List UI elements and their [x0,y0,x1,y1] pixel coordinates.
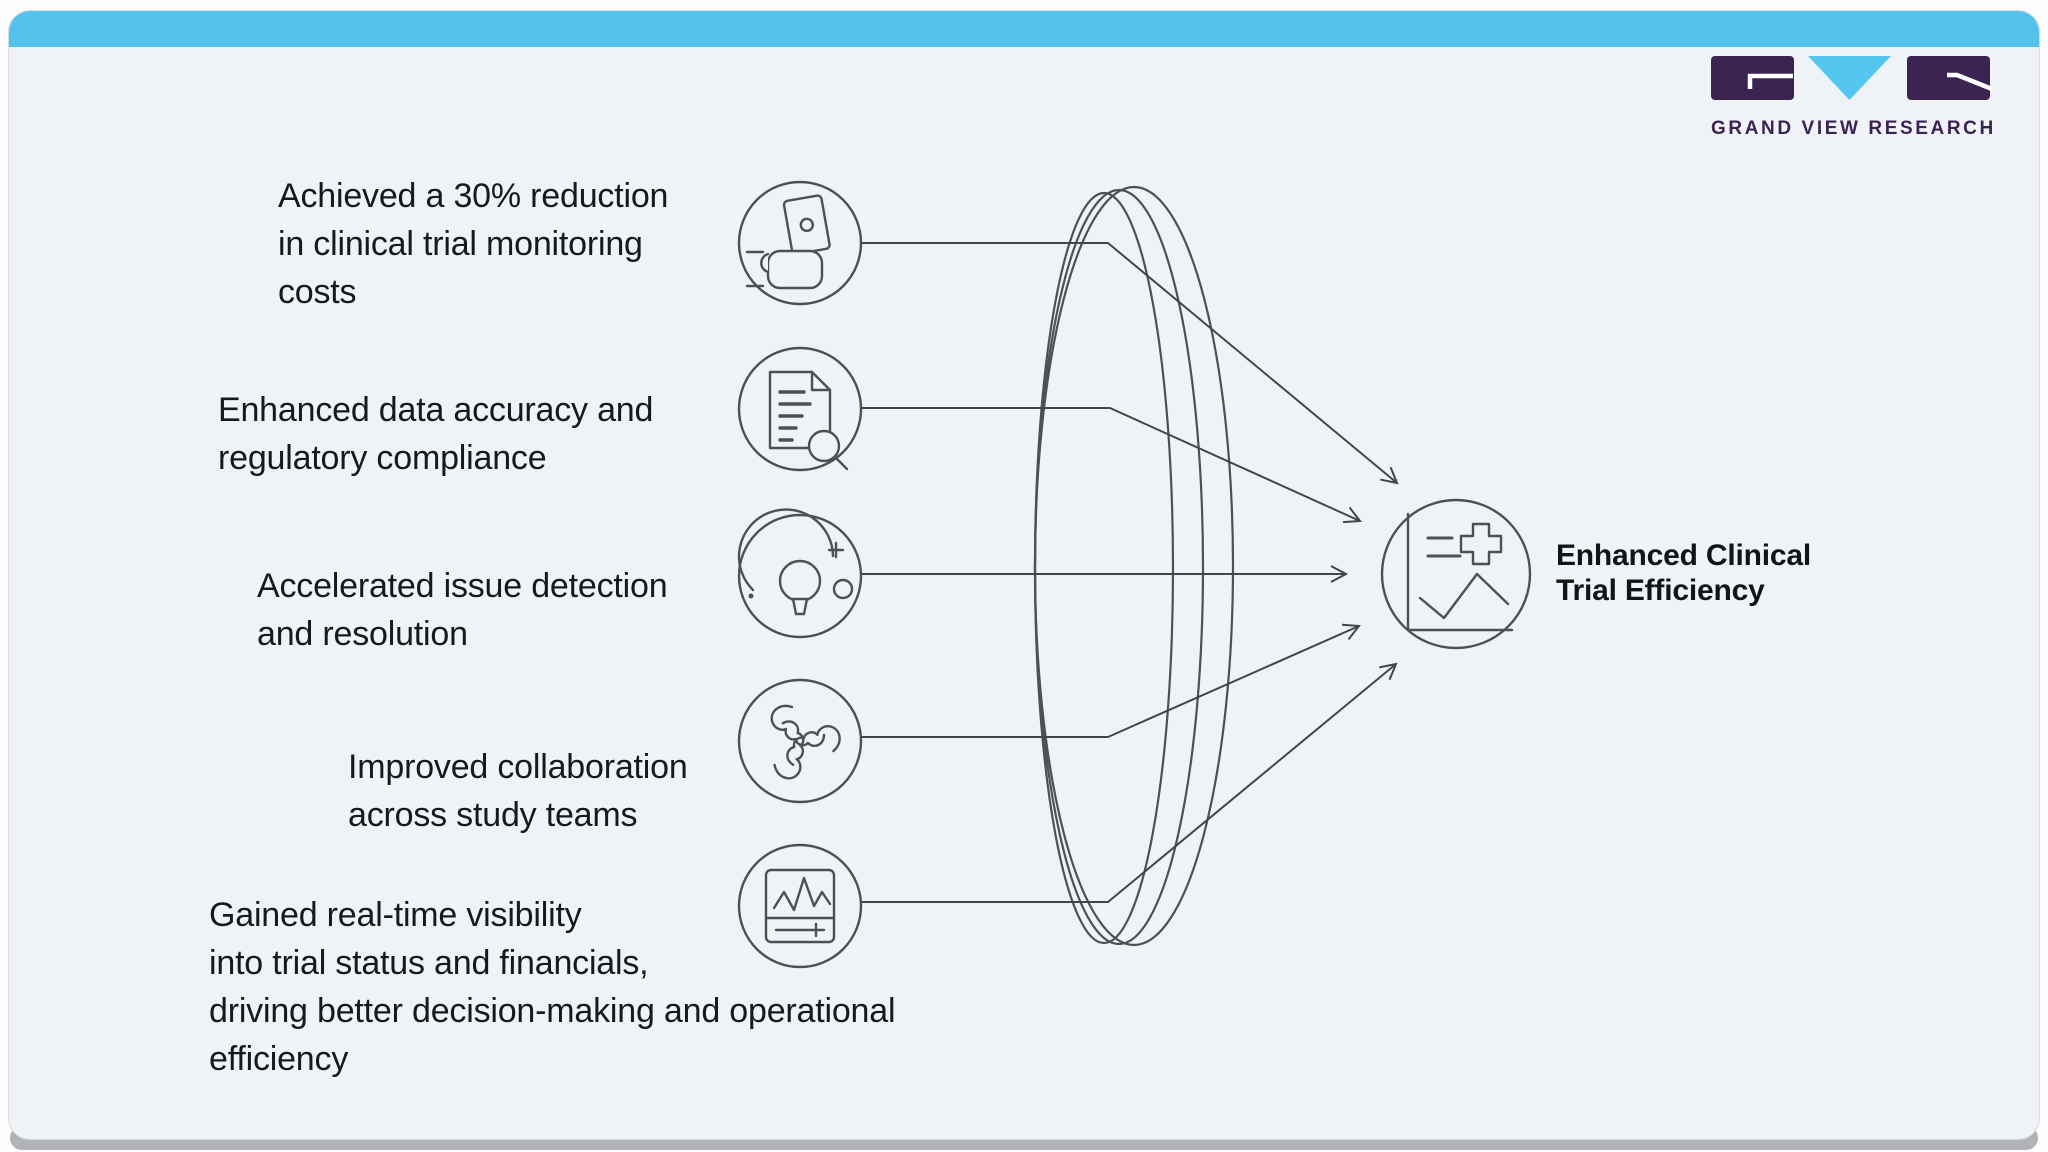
monitor-waveform-icon [737,843,863,969]
logo-r-glyph [1947,72,1993,92]
gvr-logo-mark [1711,56,1993,100]
benefit-text-1: Achieved a 30% reduction in clinical tri… [278,177,669,311]
hand-money-icon [737,180,863,306]
accent-top-bar [9,11,2039,47]
grand-view-research-logo: GRAND VIEW RESEARCH [1711,56,2001,140]
connector-line-2 [862,407,1362,524]
benefit-text-3: Accelerated issue detection and resoluti… [257,567,668,653]
benefit-text-4: Improved collaboration across study team… [348,748,688,834]
idea-detection-icon [737,508,863,639]
connector-line-5 [862,662,1398,903]
connector-lines [862,242,1399,903]
connector-line-1 [862,242,1399,485]
lens-shape [1033,185,1235,947]
result-label: Enhanced Clinical Trial Efficiency [1556,539,1811,607]
logo-r-block [1907,56,1990,100]
benefit-text-5: Gained real-time visibility into trial s… [209,896,896,1078]
collaboration-icon [737,678,863,804]
connector-line-4 [862,623,1361,738]
logo-v-triangle [1808,56,1891,100]
logo-g-glyph [1747,73,1793,89]
benefit-text-2: Enhanced data accuracy and regulatory co… [218,391,654,477]
logo-wordmark: GRAND VIEW RESEARCH [1711,118,1996,139]
efficiency-chart-icon [1380,498,1532,650]
document-search-icon [737,346,863,472]
